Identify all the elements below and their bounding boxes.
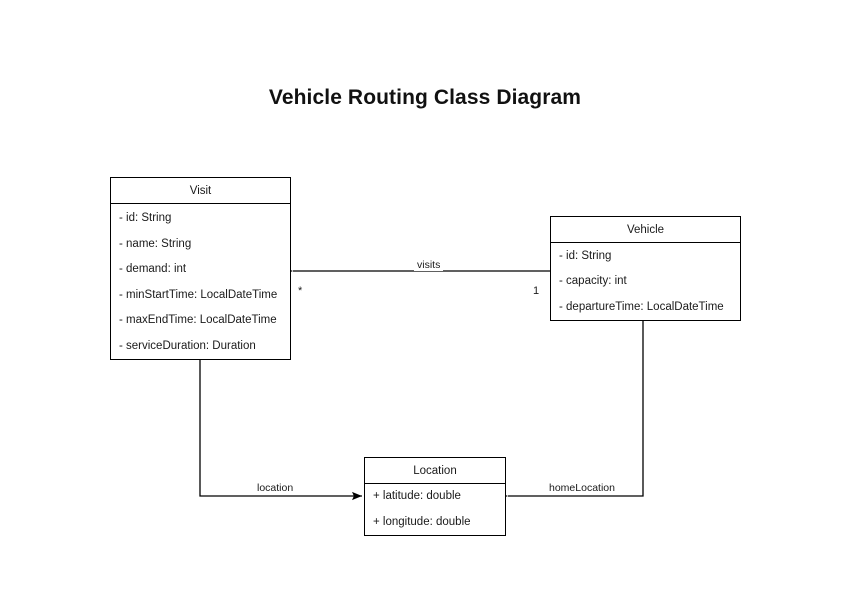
class-attribute: - maxEndTime: LocalDateTime <box>119 314 277 326</box>
class-attribute: + latitude: double <box>373 490 461 502</box>
class-attribute: - serviceDuration: Duration <box>119 339 256 352</box>
multiplicity-visits-target: * <box>298 285 303 297</box>
page-title: Vehicle Routing Class Diagram <box>268 86 582 109</box>
class-title-location: Location <box>365 458 505 484</box>
edge-location <box>199 360 362 501</box>
edge-label-visits: visits <box>414 259 444 271</box>
class-attribute: - departureTime: LocalDateTime <box>559 300 724 313</box>
class-box-location[interactable]: Location + latitude: double + longitude:… <box>364 457 506 536</box>
class-title-vehicle: Vehicle <box>551 217 740 243</box>
class-title-visit: Visit <box>111 178 290 204</box>
class-attribute: - capacity: int <box>559 275 627 288</box>
multiplicity-visits-source: 1 <box>533 285 540 297</box>
edge-homelocation <box>498 321 644 501</box>
class-attribute: - minStartTime: LocalDateTime <box>119 288 278 301</box>
edge-label-homelocation: homeLocation <box>546 482 618 494</box>
class-attribute: - name: String <box>119 237 192 250</box>
class-attributes-visit: - id: String - name: String - demand: in… <box>111 204 290 359</box>
class-attributes-location: + latitude: double + longitude: double <box>365 484 505 535</box>
class-attribute: - id: String <box>119 212 172 224</box>
class-box-vehicle[interactable]: Vehicle - id: String - capacity: int - d… <box>550 216 741 321</box>
edge-label-location: location <box>254 482 297 494</box>
class-attribute: + longitude: double <box>373 515 471 528</box>
class-attribute: - demand: int <box>119 263 187 275</box>
class-attribute: - id: String <box>559 249 612 262</box>
class-attributes-vehicle: - id: String - capacity: int - departure… <box>551 243 740 320</box>
class-box-visit[interactable]: Visit - id: String - name: String - dema… <box>110 177 291 360</box>
